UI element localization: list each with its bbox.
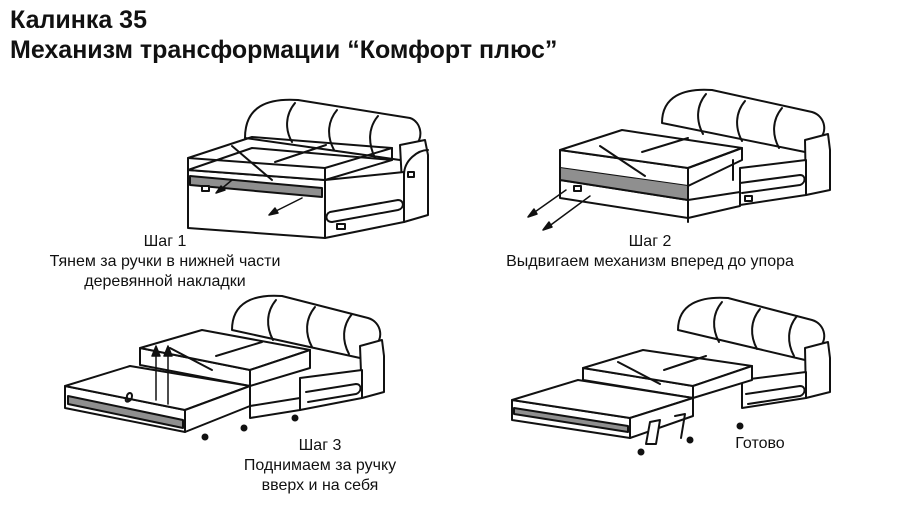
step2-description: Выдвигаем механизм вперед до упора	[480, 252, 820, 272]
arrows-step1-icon	[215, 179, 303, 216]
sofa-final-illustration	[511, 296, 831, 456]
final-label: Готово	[735, 435, 785, 452]
arrows-step2-icon	[527, 189, 591, 231]
sofa-step1-illustration	[187, 98, 429, 239]
step2-line-1: Выдвигаем механизм вперед до упора	[506, 253, 794, 270]
step3-label: Шаг 3	[298, 437, 342, 454]
step3-line-1: Поднимаем за ручку	[243, 457, 397, 474]
sofa-step2-illustration	[559, 88, 831, 223]
step1-label: Шаг 1	[143, 233, 187, 250]
step3-line-2: вверх и на себя	[261, 477, 379, 494]
arrows-step3-icon	[151, 345, 173, 405]
step1-line-1: Тянем за ручки в нижней части	[49, 253, 281, 270]
page-title: Калинка 35	[10, 6, 147, 34]
step2-label: Шаг 2	[628, 233, 672, 250]
step1-description: Тянем за ручки в нижней части деревянной…	[20, 252, 310, 292]
sofa-step3-illustration	[64, 294, 385, 441]
step3-description: Поднимаем за ручку вверх и на себя	[220, 456, 420, 496]
step1-line-2: деревянной накладки	[84, 273, 246, 290]
page-subtitle: Механизм трансформации “Комфорт плюс”	[10, 36, 558, 64]
